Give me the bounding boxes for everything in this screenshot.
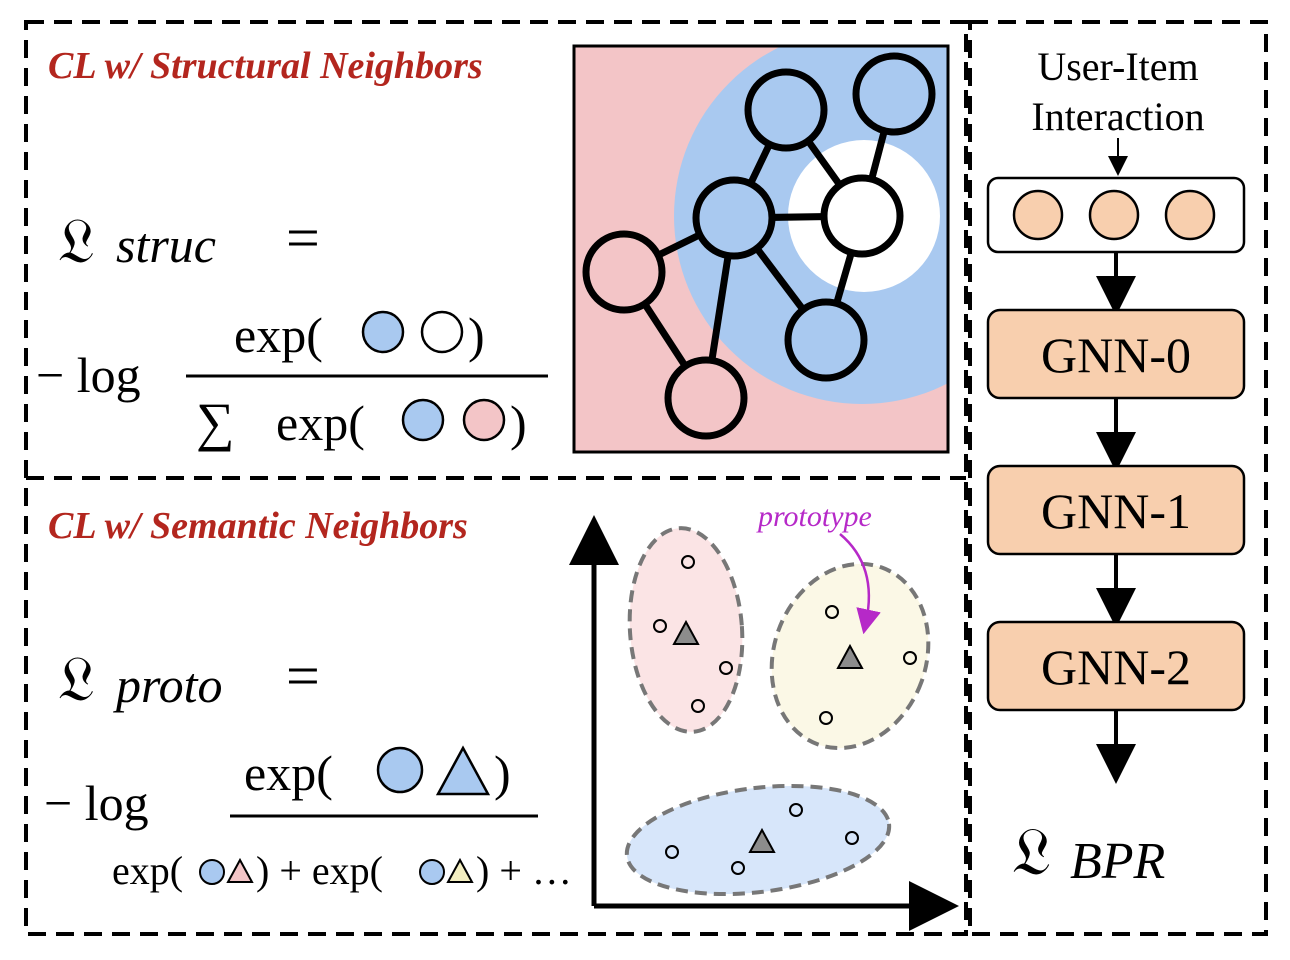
svg-text:exp(: exp(: [112, 848, 183, 893]
semantic-neg-log: − log: [44, 775, 149, 831]
structural-denominator: ∑ exp( ): [196, 392, 527, 452]
blue-node-icon: [361, 310, 405, 354]
embedding-node: [1164, 189, 1216, 241]
semantic-title: CL w/ Semantic Neighbors: [48, 505, 468, 547]
prototype-triangle-icon: [672, 619, 700, 645]
svg-text:=: =: [286, 643, 320, 709]
gnn-layer-2: GNN-2: [986, 620, 1246, 712]
svg-text:) + …: ) + …: [476, 848, 572, 893]
bpr-loss: 𝔏 BPR: [1012, 816, 1165, 890]
structural-neg-log: − log: [36, 347, 141, 403]
prototype-triangle-icon: [748, 827, 776, 853]
frame-right: [968, 20, 1268, 936]
structural-numerator: exp( ): [234, 307, 485, 363]
svg-text:proto: proto: [113, 657, 223, 713]
prototype-arrow: [839, 533, 881, 635]
pink-triangle-icon: [226, 857, 254, 883]
structural-loss-symbol: 𝔏 struc =: [58, 205, 320, 276]
svg-text:𝔏: 𝔏: [58, 208, 95, 276]
svg-text:): ): [468, 307, 485, 363]
gnn-layer-1: GNN-1: [986, 464, 1246, 556]
frame-left: [24, 20, 968, 936]
graph-node-blue: [852, 52, 936, 136]
graph-node-blue: [784, 298, 868, 382]
structural-graph: [572, 44, 950, 454]
svg-text:GNN-0: GNN-0: [1041, 327, 1191, 383]
embedding-box: [986, 176, 1246, 254]
svg-text:BPR: BPR: [1070, 833, 1165, 890]
svg-text:GNN-1: GNN-1: [1041, 483, 1191, 539]
white-node-icon: [420, 310, 464, 354]
prototype-triangle-icon: [836, 643, 864, 669]
yellow-triangle-icon: [446, 857, 474, 883]
semantic-loss-symbol: 𝔏 proto =: [58, 643, 320, 714]
svg-text:𝔏: 𝔏: [1012, 816, 1051, 889]
svg-text:): ): [510, 395, 527, 451]
svg-text:exp(: exp(: [244, 745, 333, 801]
graph-node-center: [820, 174, 904, 258]
blue-node-icon: [401, 398, 445, 442]
graph-node-blue: [744, 68, 828, 152]
semantic-denominator: exp( ) + exp( ) + …: [112, 848, 572, 893]
svg-text:=: =: [286, 205, 320, 271]
blue-node-icon: [199, 859, 225, 885]
structural-title: CL w/ Structural Neighbors: [48, 45, 483, 87]
svg-text:exp(: exp(: [234, 307, 323, 363]
svg-text:𝔏: 𝔏: [58, 646, 95, 714]
embedding-node: [1012, 189, 1064, 241]
graph-node-pink: [664, 356, 748, 440]
graph-node-pink: [582, 230, 666, 314]
gnn-layer-0: GNN-0: [986, 308, 1246, 400]
svg-text:): ): [494, 745, 511, 801]
prototype-label: prototype: [756, 500, 872, 533]
embedding-node: [1088, 189, 1140, 241]
semantic-numerator: exp( ): [244, 745, 511, 801]
graph-node-blue: [692, 176, 776, 260]
svg-text:GNN-2: GNN-2: [1041, 639, 1191, 695]
input-label-line1: User-Item: [1037, 44, 1198, 89]
blue-node-icon: [419, 859, 445, 885]
input-label-line2: Interaction: [1031, 94, 1204, 139]
svg-text:) + exp(: ) + exp(: [256, 848, 383, 893]
semantic-scatter: prototype: [569, 500, 959, 931]
svg-text:exp(: exp(: [276, 395, 365, 451]
svg-text:struc: struc: [116, 217, 216, 273]
pink-node-icon: [462, 398, 506, 442]
blue-triangle-icon: [435, 745, 491, 796]
svg-text:∑: ∑: [196, 392, 235, 452]
blue-node-icon: [376, 746, 424, 794]
